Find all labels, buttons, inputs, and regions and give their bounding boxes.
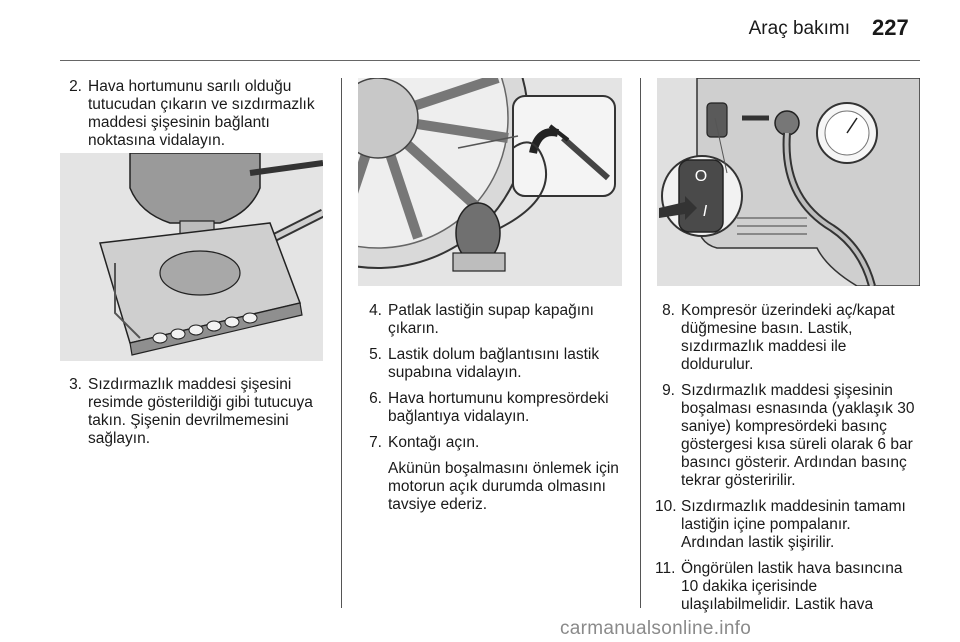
- step-item: 3. Sızdırmazlık maddesi şişesini resimde…: [62, 376, 330, 448]
- step-number: 2.: [69, 78, 82, 95]
- step-item: 2. Hava hortumunu sarılı olduğu tutucuda…: [62, 78, 330, 150]
- step-number: 3.: [69, 376, 82, 393]
- column3-steps: 8. Kompresör üzerindeki aç/kapat düğmesi…: [655, 302, 917, 622]
- step-text: Hava hortumunu kompresördeki bağlantıya …: [388, 390, 609, 425]
- sealant-bottle-holder-illustration: [60, 153, 323, 361]
- column-divider-2: [640, 78, 641, 608]
- step-text: Patlak lastiğin supap kapağını çıkarın.: [388, 302, 594, 337]
- step-text: Sızdırmazlık maddesi şişesini resimde gö…: [88, 376, 313, 447]
- column1-steps-bottom: 3. Sızdırmazlık maddesi şişesini resimde…: [62, 376, 330, 456]
- step-item: 8. Kompresör üzerindeki aç/kapat düğmesi…: [655, 302, 917, 374]
- step-item: 10. Sızdırmazlık maddesinin tamamı lasti…: [655, 498, 917, 552]
- step-text: Sızdırmazlık maddesi şişesinin boşalması…: [681, 382, 915, 489]
- step-text: Sızdırmazlık maddesinin tamamı lastiğin …: [681, 498, 906, 551]
- column1-steps-top: 2. Hava hortumunu sarılı olduğu tutucuda…: [62, 78, 330, 158]
- step-item: 4. Patlak lastiğin supap kapağını çıkarı…: [362, 302, 630, 338]
- step-number: 9.: [662, 382, 675, 399]
- step-item: 9. Sızdırmazlık maddesi şişesinin boşalm…: [655, 382, 917, 490]
- step-number: 4.: [369, 302, 382, 319]
- page-number: 227: [872, 15, 909, 40]
- step-number: 10.: [655, 498, 677, 515]
- step-text: Lastik dolum bağlantısını lastik supabın…: [388, 346, 600, 381]
- header-divider: [60, 60, 920, 61]
- step-note: Akünün boşalmasını önlemek için motorun …: [388, 460, 619, 513]
- step-number: 8.: [662, 302, 675, 319]
- step-text: Hava hortumunu sarılı olduğu tutucudan ç…: [88, 78, 315, 149]
- column-divider-1: [341, 78, 342, 608]
- step-number: 11.: [655, 560, 676, 577]
- tyre-valve-compressor-illustration: [358, 78, 622, 286]
- step-item: 5. Lastik dolum bağlantısını lastik supa…: [362, 346, 630, 382]
- step-item: 7. Kontağı açın. Akünün boşalmasını önle…: [362, 434, 630, 514]
- step-item: 6. Hava hortumunu kompresördeki bağlantı…: [362, 390, 630, 426]
- step-number: 5.: [369, 346, 382, 363]
- step-number: 7.: [369, 434, 382, 451]
- step-text: Öngörülen lastik hava basıncına 10 dakik…: [681, 560, 903, 613]
- switch-on-label: I: [703, 203, 708, 220]
- page-header-title: Araç bakımı: [748, 18, 850, 39]
- step-item: 11. Öngörülen lastik hava basıncına 10 d…: [655, 560, 917, 614]
- switch-off-label: O: [695, 168, 707, 185]
- watermark[interactable]: carmanualsonline.info: [560, 618, 752, 639]
- step-text: Kompresör üzerindeki aç/kapat düğmesine …: [681, 302, 895, 373]
- step-text: Kontağı açın.: [388, 434, 480, 451]
- column2-steps: 4. Patlak lastiğin supap kapağını çıkarı…: [362, 302, 630, 522]
- compressor-switch-gauge-illustration: O I: [657, 78, 920, 286]
- step-number: 6.: [369, 390, 382, 407]
